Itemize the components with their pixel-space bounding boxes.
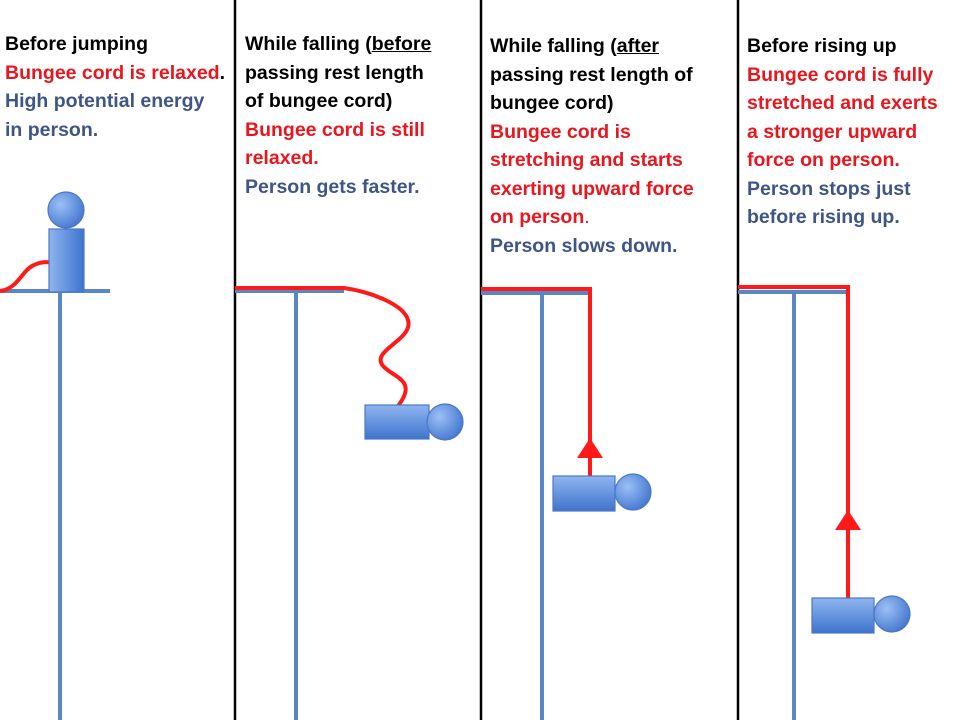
person-body: [552, 475, 616, 512]
bungee-cord: [481, 287, 592, 476]
person-body: [48, 228, 85, 293]
panel-4-cord-state: a stronger upward: [747, 120, 918, 143]
cord-state-text: Bungee cord is relaxed: [5, 61, 220, 84]
panel-2-text: While falling (before passing rest lengt…: [245, 30, 431, 201]
person-body: [811, 597, 875, 634]
panel-2-cord-state: Bungee cord is still: [245, 118, 425, 141]
panel-4-person-state: before rising up.: [747, 206, 900, 228]
person-head: [426, 403, 464, 441]
upward-force-arrow: [577, 438, 603, 458]
panel-1-person-state: High potential energy: [5, 90, 205, 112]
cord-state-text: on person: [490, 206, 585, 228]
bungee-cord: [235, 286, 411, 408]
person-head: [47, 191, 85, 229]
panel-3-heading: bungee cord): [490, 92, 614, 114]
panel-3-cord-state: exerting upward force: [490, 177, 694, 200]
panel-2-heading: of bungee cord): [245, 90, 393, 112]
panel-3-cord-state: Bungee cord is: [490, 120, 631, 143]
panel-1-person-state: in person.: [5, 118, 99, 141]
panel-3-cord-state: stretching and starts: [490, 149, 683, 171]
panel-4-cord-state: stretched and exerts: [747, 92, 938, 114]
panel-1-heading: Before jumping: [5, 30, 225, 59]
panel-1-text: Before jumping Bungee cord is relaxed. H…: [5, 30, 225, 144]
panel-3-heading: passing rest length of: [490, 63, 693, 86]
panel-1-cord-state: Bungee cord is relaxed.: [5, 59, 225, 88]
panel-4-cord-state: force on person.: [747, 149, 900, 171]
panel-4-drawing: [738, 285, 911, 720]
panel-4-text: Before rising up Bungee cord is fully st…: [747, 32, 938, 232]
panel-3-heading: While falling (after: [490, 32, 694, 61]
heading-text: While falling (: [490, 35, 617, 57]
person-head: [873, 595, 911, 633]
panel-3-text: While falling (after passing rest length…: [490, 32, 694, 260]
panel-3-person-state: Person slows down.: [490, 234, 678, 257]
heading-text: Before jumping: [5, 33, 149, 55]
heading-underlined-text: before: [371, 33, 432, 55]
panel-4-heading: Before rising up: [747, 35, 897, 57]
panel-4-cord-state: Bungee cord is fully: [747, 63, 934, 86]
upward-force-arrow: [835, 510, 861, 530]
heading-text: While falling (: [245, 33, 372, 55]
panel-2-heading: passing rest length: [245, 61, 424, 84]
cord-state-period: .: [219, 61, 225, 84]
panel-2-cord-state: relaxed.: [245, 147, 319, 169]
panel-1-drawing: [0, 191, 110, 720]
person-body: [364, 404, 430, 440]
bungee-cord: [0, 260, 57, 293]
panel-3-drawing: [481, 287, 652, 720]
person-head: [614, 473, 652, 511]
panel-4-person-state: Person stops just: [747, 177, 911, 200]
panel-3-cord-state: on person.: [490, 203, 694, 232]
panel-2-heading: While falling (before: [245, 30, 431, 59]
panel-2-drawing: [235, 286, 464, 720]
cord-state-period: .: [584, 206, 590, 228]
panel-2-person-state: Person gets faster.: [245, 175, 420, 198]
bungee-cord: [738, 285, 850, 598]
heading-underlined-text: after: [616, 35, 660, 57]
